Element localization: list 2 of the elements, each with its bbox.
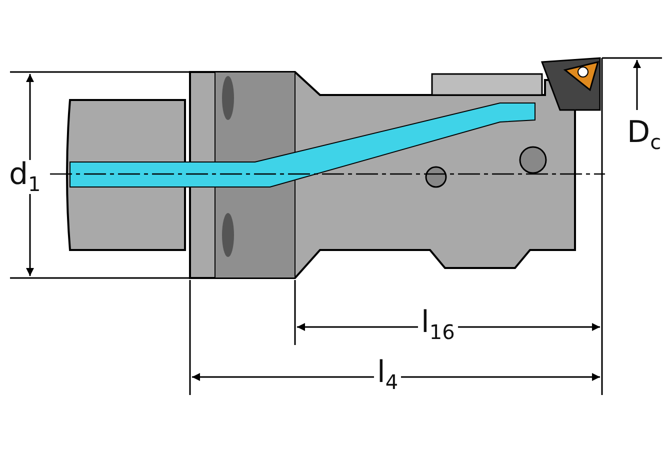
dimension-label: l$_{4}$ bbox=[374, 358, 402, 392]
dimension-label: l$_{16}$ bbox=[418, 308, 458, 342]
